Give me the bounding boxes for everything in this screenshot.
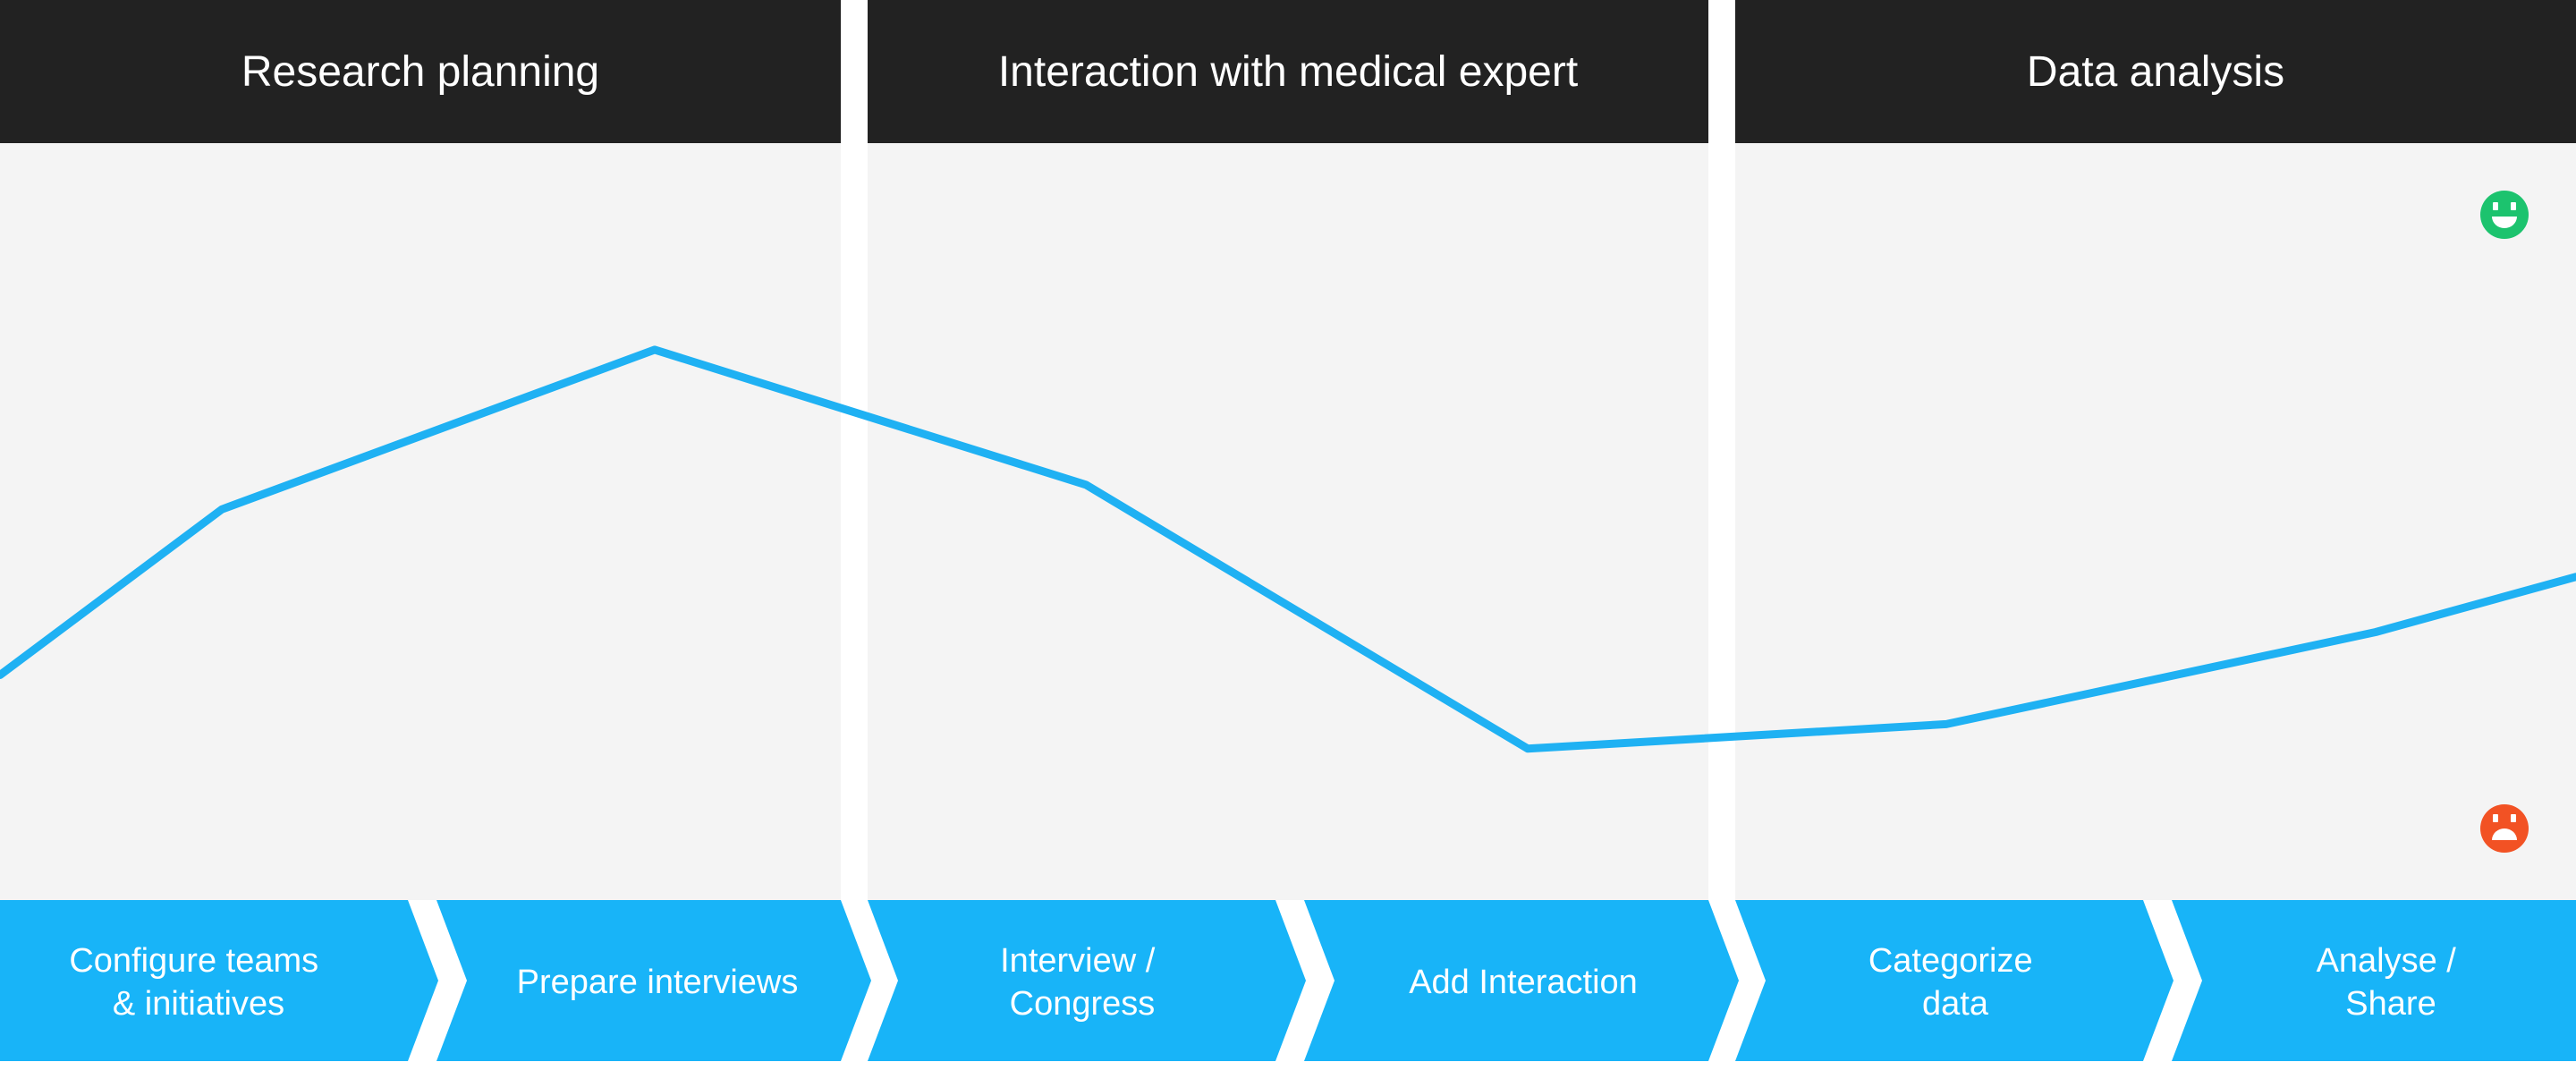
step-label: Analyse / Share — [2317, 942, 2466, 1023]
phase-panel-background — [0, 143, 841, 900]
step-label-line: Share — [2345, 985, 2436, 1023]
step-label-line: Configure teams — [69, 942, 318, 980]
phase-research-planning: Research planning — [0, 0, 841, 900]
step-label: Interview / Congress — [1000, 942, 1165, 1023]
happy-face-icon — [2480, 191, 2529, 239]
step-chevron — [868, 900, 1306, 1061]
phase-data-analysis: Data analysis — [1735, 0, 2576, 900]
step-label: Add Interaction — [1409, 964, 1638, 1001]
step-prepare-interviews: Prepare interviews — [436, 900, 871, 1061]
phase-header — [0, 0, 841, 143]
step-label-line: & initiatives — [113, 985, 284, 1023]
step-label-line: Categorize — [1868, 942, 2033, 980]
step-configure-teams: Configure teams & initiatives — [0, 900, 438, 1061]
phase-title: Research planning — [242, 48, 599, 96]
phase-title: Interaction with medical expert — [998, 48, 1578, 96]
phase-header — [1735, 0, 2576, 143]
phase-panel-background — [868, 143, 1708, 900]
step-chevron — [436, 900, 871, 1061]
phase-title: Data analysis — [2027, 48, 2284, 96]
step-add-interaction: Add Interaction — [1304, 900, 1739, 1061]
step-label: Prepare interviews — [517, 964, 799, 1001]
sad-face-icon — [2480, 804, 2529, 853]
step-categorize-data: Categorize data — [1735, 900, 2174, 1061]
step-label: Categorize data — [1868, 942, 2042, 1023]
experience-curve — [0, 345, 2576, 753]
step-label-line: Interview / — [1000, 942, 1156, 980]
phase-header — [868, 0, 1708, 143]
step-label-line: Congress — [1010, 985, 1156, 1023]
step-analyse-share: Analyse / Share — [2172, 900, 2576, 1061]
phase-panel-background — [1735, 143, 2576, 900]
step-chevron — [0, 900, 438, 1061]
phase-interaction-with-medical-expert: Interaction with medical expert — [868, 0, 1708, 900]
step-label: Configure teams & initiatives — [69, 942, 327, 1023]
step-chevron — [1304, 900, 1739, 1061]
step-interview-congress: Interview / Congress — [868, 900, 1306, 1061]
step-chevron — [1735, 900, 2174, 1061]
step-label-line: data — [1922, 985, 1989, 1023]
step-label-line: Analyse / — [2317, 942, 2457, 980]
step-chevron — [2172, 900, 2576, 1061]
